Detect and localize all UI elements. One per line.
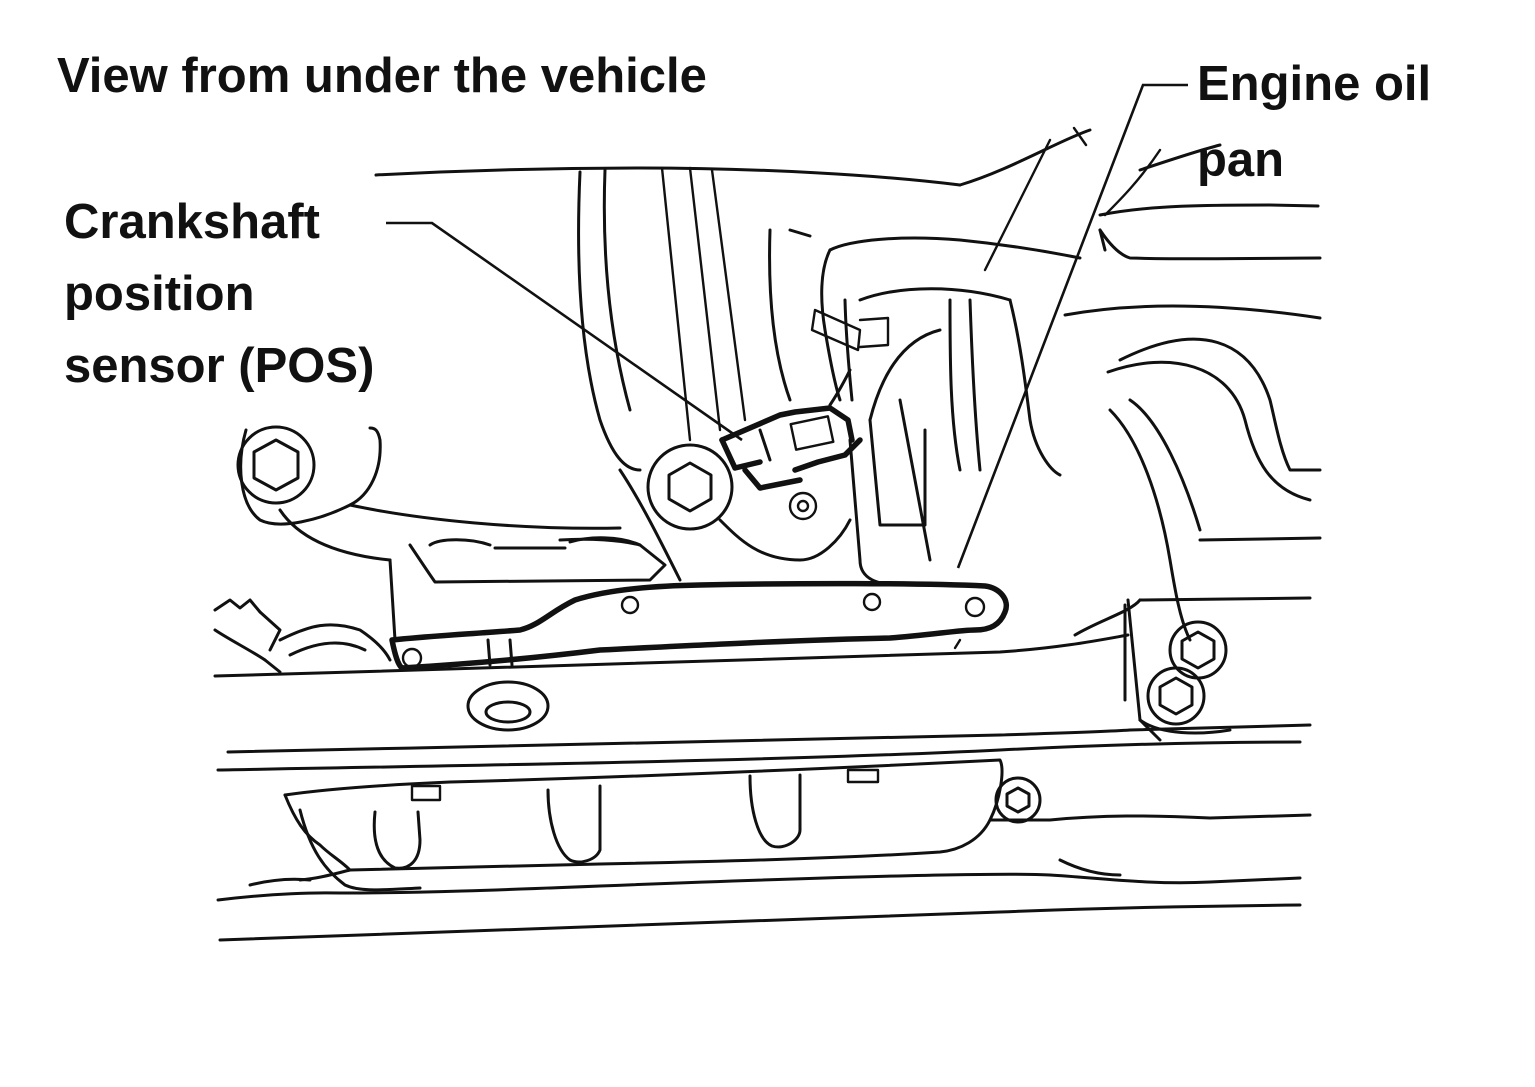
right-chassis-rails xyxy=(1063,203,1322,735)
front-crossmember xyxy=(213,633,1312,754)
crankshaft-position-sensor xyxy=(719,368,863,491)
left-mount-bolt xyxy=(236,425,622,562)
oil-pan-callout: Engine oil pan xyxy=(1197,46,1431,198)
oil-pan-flange xyxy=(388,536,1009,671)
crankshaft-sensor-callout-line1: Crankshaft xyxy=(64,195,320,249)
crankshaft-sensor-callout: Crankshaft position sensor (POS) xyxy=(64,186,374,402)
view-title: View from under the vehicle xyxy=(57,49,707,103)
oil-pan-callout-line2: pan xyxy=(1197,133,1285,187)
bracket-bolts xyxy=(1146,620,1228,726)
oil-pan-leader-line xyxy=(956,83,1188,569)
center-mount-bracket xyxy=(618,398,932,587)
sensor-leader-line xyxy=(386,221,743,442)
engine-oil-pan xyxy=(216,740,1312,942)
crankshaft-sensor-callout-line3: sensor (POS) xyxy=(64,339,375,393)
hoses-and-pipes xyxy=(768,228,1082,477)
leader-lines xyxy=(386,83,1188,569)
oil-pan-callout-line1: Engine oil xyxy=(1197,57,1432,111)
engine-block-housing xyxy=(374,126,1222,472)
crankshaft-sensor-callout-line2: position xyxy=(64,267,255,321)
left-linkage xyxy=(213,598,392,674)
